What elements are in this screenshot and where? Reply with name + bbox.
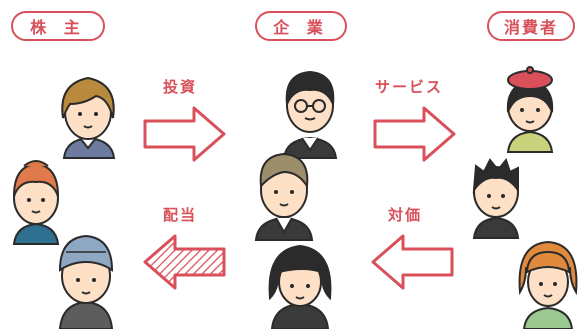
arrow-investment-icon xyxy=(143,106,226,162)
shareholder-woman-icon xyxy=(61,76,116,159)
consumer-woman-bob-icon xyxy=(518,240,578,329)
header-shareholders: 株 主 xyxy=(11,11,105,41)
label-dividend: 配当 xyxy=(163,206,198,224)
arrow-service-icon xyxy=(373,106,456,162)
arrow-payment-icon xyxy=(371,234,454,290)
header-company: 企 業 xyxy=(255,11,347,41)
consumer-boy-icon xyxy=(472,157,520,239)
company-man-glasses-icon xyxy=(282,70,338,159)
label-investment: 投資 xyxy=(163,78,198,96)
arrow-dividend-icon xyxy=(143,234,226,290)
consumer-girl-beret-icon xyxy=(506,66,554,153)
shareholder-man-icon xyxy=(58,234,114,329)
shareholder-child-icon xyxy=(12,160,60,245)
label-service: サービス xyxy=(375,78,444,96)
company-woman-icon xyxy=(268,244,332,329)
label-payment: 対価 xyxy=(388,206,423,224)
header-consumers: 消費者 xyxy=(487,11,575,41)
company-man-suit-icon xyxy=(254,152,314,241)
